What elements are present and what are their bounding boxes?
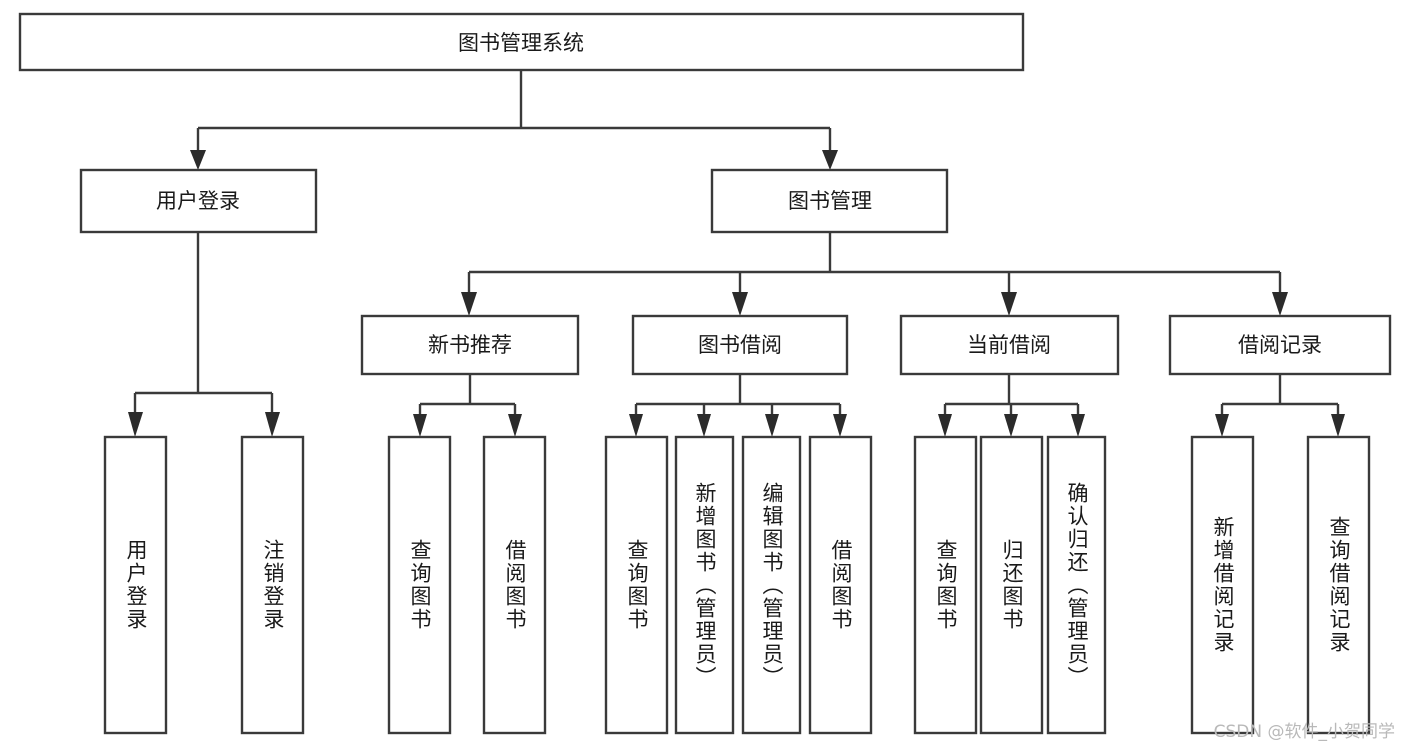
arrow-head-new-book-rec — [461, 292, 477, 316]
arrow-head-cb-leaf-2 — [1004, 414, 1018, 437]
connector-root-to-level2 — [190, 70, 838, 170]
arrow-head-nbr-leaf-2 — [508, 414, 522, 437]
node-book-manage-label: 图书管理 — [788, 189, 872, 213]
node-root-box[interactable] — [18, 12, 1025, 72]
node-book-manage[interactable]: 图书管理 — [710, 168, 949, 234]
arrow-head-book-borrow — [732, 292, 748, 316]
node-user-login-label: 用户登录 — [156, 189, 240, 213]
arrow-head-br-leaf-1 — [1215, 414, 1229, 437]
node-user-login[interactable]: 用户登录 — [79, 168, 318, 234]
node-current-borrow-box[interactable] — [899, 314, 1120, 376]
arrow-head-book-manage — [822, 150, 838, 170]
node-current-borrow-label: 当前借阅 — [967, 333, 1051, 357]
leaf-box-add-book-admin[interactable] — [674, 435, 735, 735]
node-borrow-record-box[interactable] — [1168, 314, 1392, 376]
arrow-head-user-login — [190, 150, 206, 170]
leaf-box-query-book-cb[interactable] — [913, 435, 978, 735]
node-borrow-record[interactable]: 借阅记录 — [1168, 314, 1392, 376]
arrow-head-cb-leaf-1 — [938, 414, 952, 437]
arrow-head-borrow-record — [1272, 292, 1288, 316]
csdn-watermark: CSDN @软件_小贺同学 — [1213, 722, 1395, 742]
leaf-box-logout[interactable] — [240, 435, 305, 735]
leaf-box-user-login[interactable] — [103, 435, 168, 735]
arrow-head-br-leaf-2 — [1331, 414, 1345, 437]
leaf-box-query-borrow-record[interactable] — [1306, 435, 1371, 735]
arrow-head-leaf-user-login — [128, 412, 143, 437]
node-current-borrow[interactable]: 当前借阅 — [899, 314, 1120, 376]
arrow-head-bb-leaf-4 — [833, 414, 847, 437]
leaf-box-borrow-book-bb[interactable] — [808, 435, 873, 735]
connector-user-login-to-leaves — [128, 232, 280, 437]
arrow-head-bb-leaf-3 — [765, 414, 779, 437]
arrow-head-current-borrow — [1001, 292, 1017, 316]
arrow-head-bb-leaf-2 — [697, 414, 711, 437]
connector-book-borrow-to-leaves — [629, 374, 847, 437]
connector-book-manage-to-level3 — [461, 232, 1288, 316]
connector-new-book-recommend-to-leaves — [413, 374, 522, 437]
node-new-book-recommend-box[interactable] — [360, 314, 580, 376]
leaf-box-return-book[interactable] — [979, 435, 1044, 735]
node-borrow-record-label: 借阅记录 — [1238, 333, 1322, 357]
node-root-label: 图书管理系统 — [458, 31, 584, 55]
arrow-head-nbr-leaf-1 — [413, 414, 427, 437]
arrow-head-leaf-logout — [265, 412, 280, 437]
arrow-head-cb-leaf-3 — [1071, 414, 1085, 437]
leaf-boxes — [103, 435, 1371, 735]
node-book-borrow-box[interactable] — [631, 314, 849, 376]
leaf-box-query-book-nbr[interactable] — [387, 435, 452, 735]
leaf-box-edit-book-admin[interactable] — [741, 435, 802, 735]
node-new-book-recommend[interactable]: 新书推荐 — [360, 314, 580, 376]
leaf-box-confirm-return[interactable] — [1046, 435, 1107, 735]
leaf-box-add-borrow-record[interactable] — [1190, 435, 1255, 735]
connector-current-borrow-to-leaves — [938, 374, 1085, 437]
node-book-borrow-label: 图书借阅 — [698, 333, 782, 357]
leaf-box-query-book-bb[interactable] — [604, 435, 669, 735]
node-root[interactable]: 图书管理系统 — [18, 12, 1025, 72]
node-book-borrow[interactable]: 图书借阅 — [631, 314, 849, 376]
connector-borrow-record-to-leaves — [1215, 374, 1345, 437]
leaf-box-borrow-book-nbr[interactable] — [482, 435, 547, 735]
node-new-book-recommend-label: 新书推荐 — [428, 333, 512, 357]
arrow-head-bb-leaf-1 — [629, 414, 643, 437]
node-book-manage-box[interactable] — [710, 168, 949, 234]
